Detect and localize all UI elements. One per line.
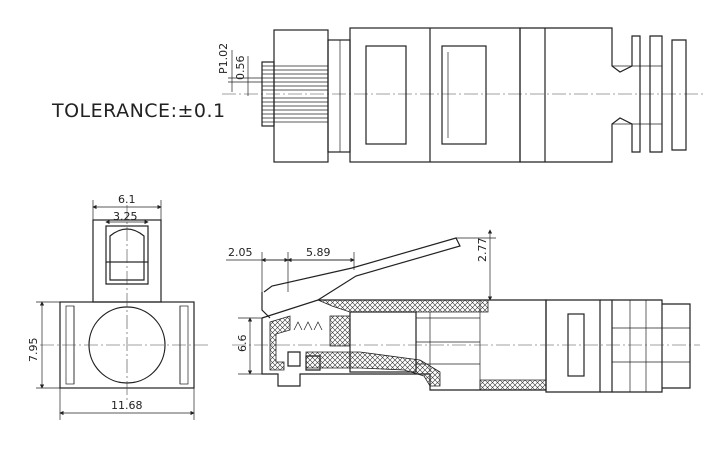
dim-overall-width: 11.68	[111, 399, 143, 412]
dim-pitch: P1.02	[217, 43, 230, 74]
dim-pin-width: 0.56	[234, 56, 247, 81]
side-section-view: 2.05 5.89 2.77 6.6	[226, 229, 700, 393]
dim-latch-height: 2.77	[476, 238, 489, 263]
dim-offset-a: 2.05	[228, 246, 253, 259]
dim-latch-width: 3.25	[113, 210, 138, 223]
dim-offset-b: 5.89	[306, 246, 331, 259]
top-view: P1.02 0.56	[217, 27, 705, 163]
dim-body-height: 6.6	[236, 335, 249, 353]
contact-pins	[262, 65, 328, 123]
dim-top-width: 6.1	[118, 193, 136, 206]
tolerance-note: TOLERANCE:±0.1	[51, 100, 226, 122]
dim-height: 7.95	[27, 338, 40, 363]
front-view: 6.1 3.25 7.95 11.68	[27, 193, 210, 420]
